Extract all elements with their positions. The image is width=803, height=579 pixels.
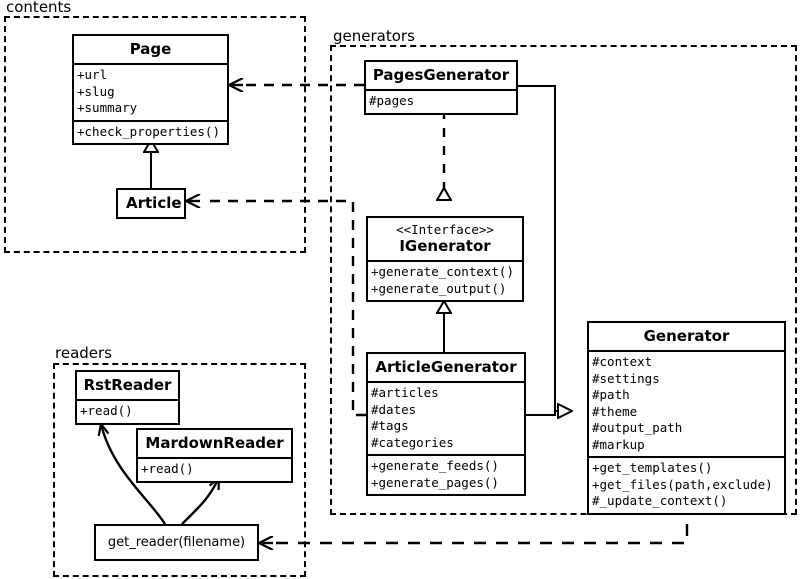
class-rst-reader-title: RstReader [77, 372, 178, 401]
attribute: #markup [592, 436, 645, 452]
class-page-title: Page [74, 36, 227, 65]
class-generator-attributes: #context #settings #path #theme #output_… [589, 352, 784, 458]
class-mardown-reader-methods: +read() [138, 459, 291, 481]
method: #_update_context() [592, 493, 728, 508]
attribute: #context [592, 354, 653, 369]
class-igenerator-title: IGenerator [399, 237, 491, 255]
method: +read() [80, 403, 133, 418]
attribute: +url [77, 67, 108, 82]
attribute: +slug [77, 83, 115, 99]
method: +generate_context() [371, 264, 514, 279]
method: +generate_output() [371, 280, 507, 296]
class-mardown-reader-title: MardownReader [138, 430, 291, 459]
class-generator-title: Generator [589, 323, 784, 352]
class-igenerator[interactable]: <<Interface>> IGenerator +generate_conte… [366, 216, 524, 302]
package-readers-label: readers [53, 345, 115, 361]
attribute: #output_path [592, 420, 683, 435]
function-get-reader-label: get_reader(filename) [107, 535, 246, 550]
attribute: #path [592, 387, 630, 402]
method: +get_templates() [592, 460, 713, 475]
attribute: #dates [371, 401, 417, 417]
attribute: #tags [371, 418, 409, 433]
function-get-reader[interactable]: get_reader(filename) [94, 524, 259, 561]
package-contents [4, 16, 306, 253]
package-generators [330, 45, 797, 515]
attribute: #articles [371, 385, 439, 400]
class-article-generator-title: ArticleGenerator [368, 354, 524, 383]
class-generator[interactable]: Generator #context #settings #path #them… [587, 321, 786, 515]
class-article-generator[interactable]: ArticleGenerator #articles #dates #tags … [366, 352, 526, 496]
class-pages-generator-attributes: #pages [366, 91, 516, 113]
package-generators-label: generators [331, 28, 418, 44]
class-mardown-reader[interactable]: MardownReader +read() [136, 428, 293, 483]
class-pages-generator[interactable]: PagesGenerator #pages [364, 60, 518, 115]
class-article-title: Article [126, 194, 182, 212]
class-page-attributes: +url +slug +summary [74, 65, 227, 122]
class-page-methods: +check_properties() [74, 122, 227, 144]
attribute: #categories [371, 434, 454, 450]
class-article-generator-methods: +generate_feeds() +generate_pages() [368, 456, 524, 494]
method: +read() [141, 461, 194, 476]
class-igenerator-header: <<Interface>> IGenerator [368, 218, 522, 262]
class-article[interactable]: Article [116, 188, 186, 219]
method: +generate_pages() [371, 474, 499, 490]
attribute: #theme [592, 403, 638, 419]
attribute: +summary [77, 100, 138, 115]
package-readers [53, 363, 306, 577]
attribute: #pages [369, 93, 415, 108]
class-igenerator-methods: +generate_context() +generate_output() [368, 262, 522, 300]
attribute: #settings [592, 370, 660, 386]
class-page[interactable]: Page +url +slug +summary +check_properti… [72, 34, 229, 145]
class-rst-reader[interactable]: RstReader +read() [75, 370, 180, 425]
class-rst-reader-methods: +read() [77, 401, 178, 423]
package-contents-label: contents [4, 0, 75, 15]
class-igenerator-stereotype: <<Interface>> [396, 222, 494, 237]
class-generator-methods: +get_templates() +get_files(path,exclude… [589, 458, 784, 513]
class-pages-generator-title: PagesGenerator [366, 62, 516, 91]
class-article-generator-attributes: #articles #dates #tags #categories [368, 383, 524, 456]
method: +get_files(path,exclude) [592, 476, 773, 492]
method: +generate_feeds() [371, 458, 499, 473]
method: +check_properties() [77, 123, 220, 139]
